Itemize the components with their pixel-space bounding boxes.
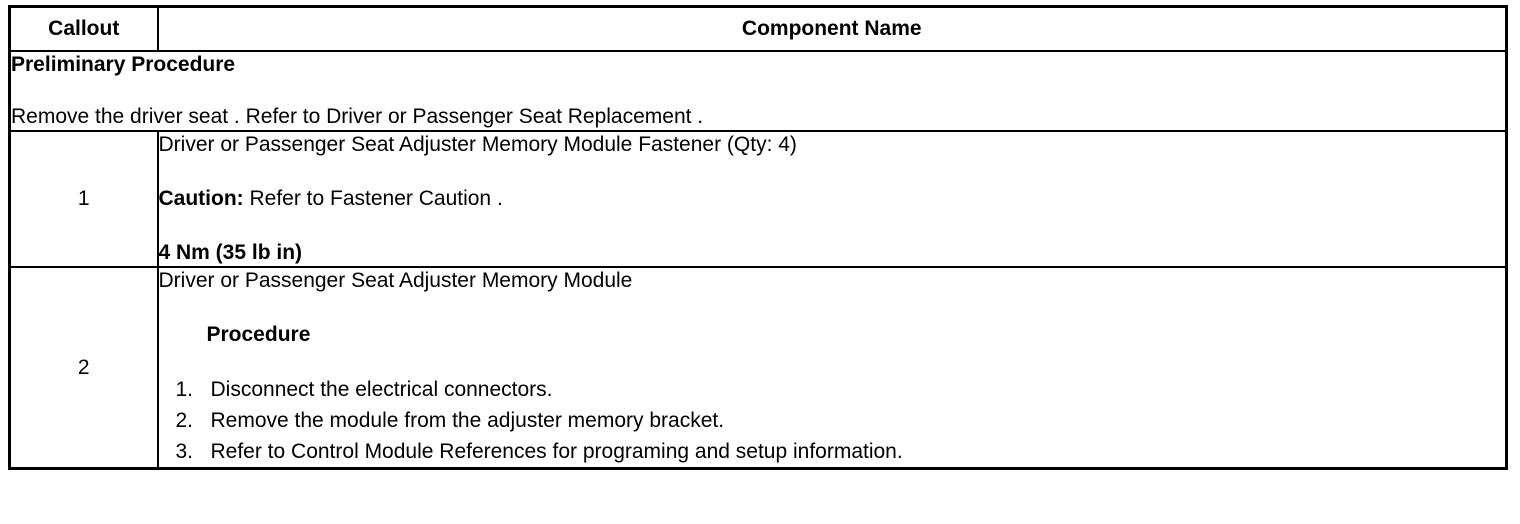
component-cell-1: Driver or Passenger Seat Adjuster Memory… xyxy=(156,130,1508,268)
step-number: 3. xyxy=(175,440,194,463)
component-name-2: Driver or Passenger Seat Adjuster Memory… xyxy=(158,269,633,292)
torque-spec-1: 4 Nm (35 lb in) xyxy=(158,241,303,264)
preliminary-procedure-body: Remove the driver seat . Refer to Driver… xyxy=(11,105,704,128)
list-item: 1. Disconnect the electrical connectors. xyxy=(159,374,1506,405)
preliminary-procedure-cell: Preliminary Procedure Remove the driver … xyxy=(8,50,1508,132)
preliminary-procedure-row: Preliminary Procedure Remove the driver … xyxy=(8,50,1508,132)
step-text: Refer to Control Module References for p… xyxy=(210,440,903,463)
table-row: 1 Driver or Passenger Seat Adjuster Memo… xyxy=(8,130,1508,268)
procedure-heading: Procedure xyxy=(206,323,311,346)
caution-text: Refer to Fastener Caution . xyxy=(243,187,503,210)
column-header-callout: Callout xyxy=(8,5,159,52)
step-number: 1. xyxy=(175,378,194,401)
step-number: 2. xyxy=(175,409,194,432)
component-cell-2: Driver or Passenger Seat Adjuster Memory… xyxy=(156,266,1508,470)
callout-number-1: 1 xyxy=(8,130,159,268)
procedure-step-list: 1.Disconnect the electrical connectors. … xyxy=(159,374,1506,467)
column-header-component-name: Component Name xyxy=(156,5,1508,52)
step-text: Remove the module from the adjuster memo… xyxy=(210,409,725,432)
callout-number-2: 2 xyxy=(8,266,159,470)
list-item: 2. Remove the module from the adjuster me… xyxy=(159,405,1506,436)
list-item: 3. Refer to Control Module References for… xyxy=(159,436,1506,467)
step-text: Disconnect the electrical connectors. xyxy=(210,378,553,401)
component-name-1: Driver or Passenger Seat Adjuster Memory… xyxy=(158,133,797,156)
component-callout-table: Callout Component Name Preliminary Proce… xyxy=(8,5,1508,470)
table-row: 2 Driver or Passenger Seat Adjuster Memo… xyxy=(8,266,1508,470)
preliminary-procedure-title: Preliminary Procedure xyxy=(11,53,236,76)
table-header-row: Callout Component Name xyxy=(8,5,1508,52)
caution-label: Caution: xyxy=(158,187,244,210)
caution-line-1: Caution: Refer to Fastener Caution . xyxy=(159,186,1506,212)
